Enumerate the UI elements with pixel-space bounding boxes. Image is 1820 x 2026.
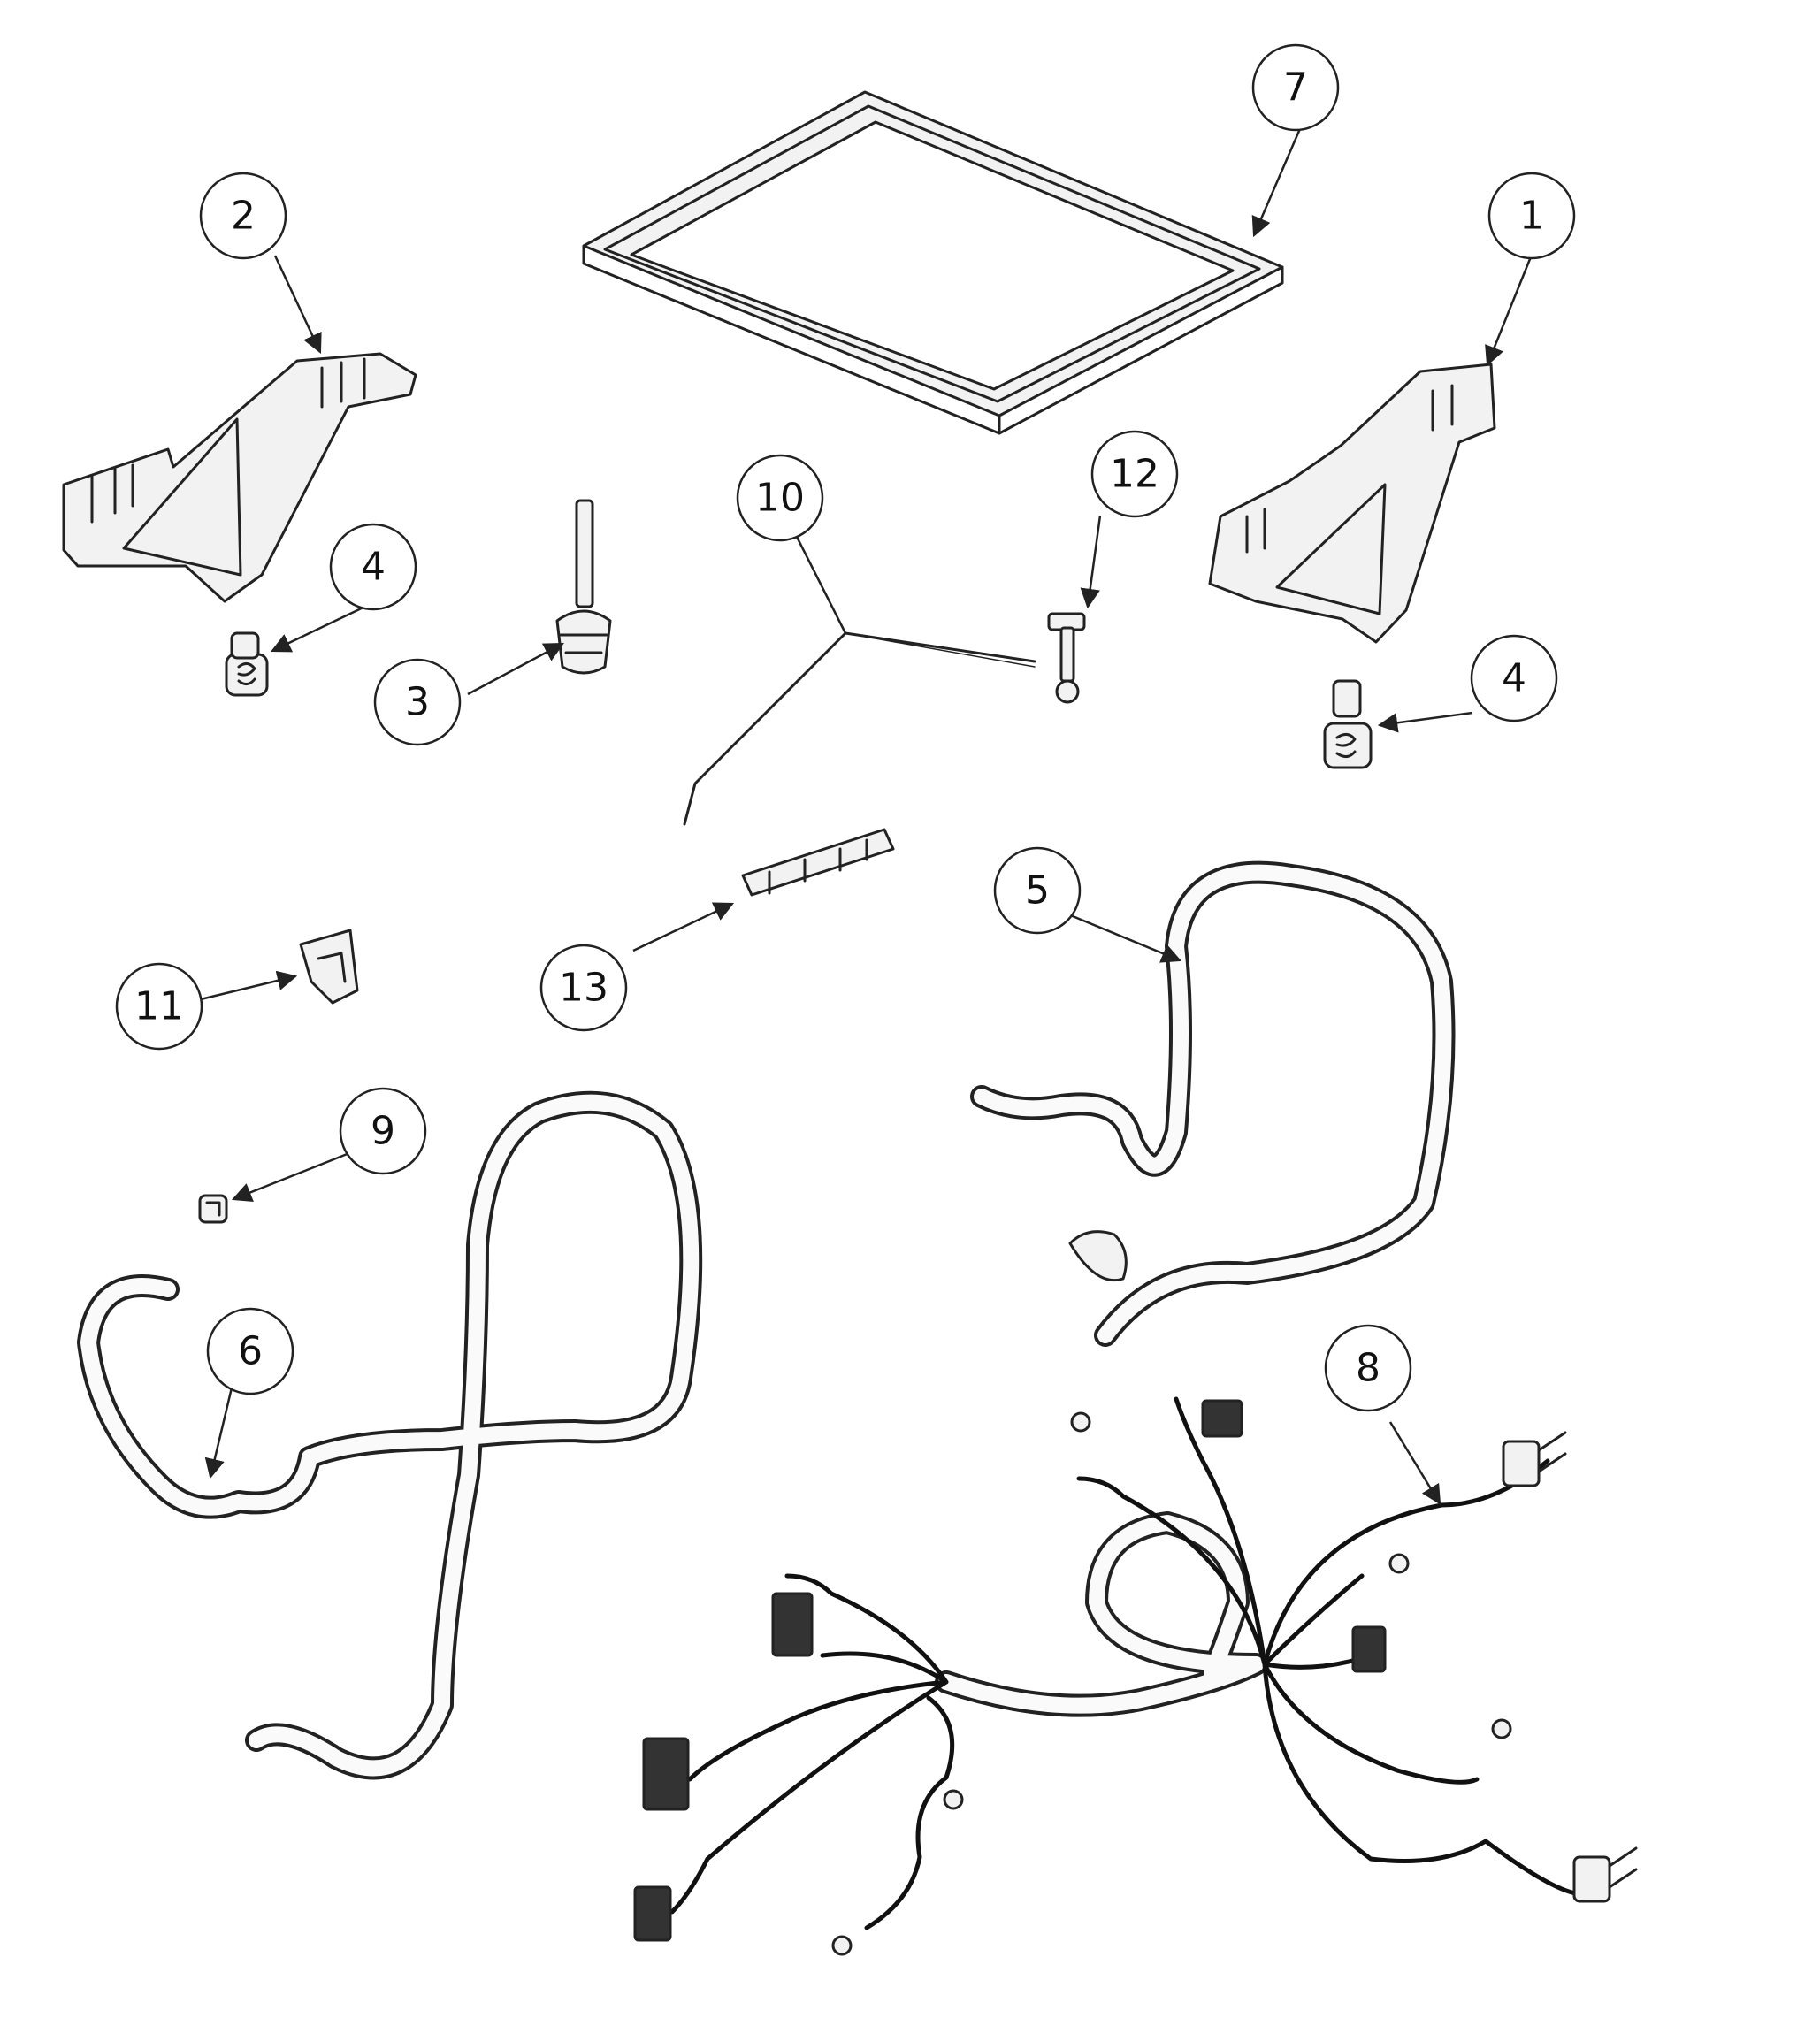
callout-12: 12 xyxy=(1090,430,1179,518)
callout-label-10: 10 xyxy=(755,476,805,521)
callout-label-4-left: 4 xyxy=(361,545,386,590)
part-11-bracket xyxy=(299,929,359,1005)
part-12-pin xyxy=(1047,612,1086,704)
callout-label-13: 13 xyxy=(559,966,608,1011)
part-1-right-bracket xyxy=(1208,363,1496,644)
callout-label-9: 9 xyxy=(371,1109,395,1154)
callout-13: 13 xyxy=(539,944,628,1032)
part-10-rod xyxy=(683,631,1036,826)
part-4-clip-left xyxy=(225,631,269,697)
part-9-cap xyxy=(198,1194,228,1224)
callout-label-6: 6 xyxy=(238,1329,263,1374)
callout-label-5: 5 xyxy=(1025,868,1050,914)
part-13-latch xyxy=(741,828,895,897)
callout-3: 3 xyxy=(373,658,462,746)
callout-4-right: 4 xyxy=(1470,634,1558,722)
callout-8: 8 xyxy=(1324,1324,1412,1412)
part-3-switch xyxy=(555,499,612,675)
callout-label-1: 1 xyxy=(1519,194,1544,239)
callout-label-7: 7 xyxy=(1283,65,1308,111)
callout-2: 2 xyxy=(199,172,287,260)
callout-10: 10 xyxy=(736,454,824,542)
callout-label-11: 11 xyxy=(134,984,184,1029)
callout-label-4-right: 4 xyxy=(1502,656,1526,701)
callout-1: 1 xyxy=(1487,172,1576,260)
callout-4-left: 4 xyxy=(329,523,417,611)
part-5-hose xyxy=(970,860,1456,1347)
callout-5: 5 xyxy=(993,846,1082,935)
callout-6: 6 xyxy=(206,1307,294,1395)
part-7-lid-frame xyxy=(582,90,1284,435)
part-2-left-bracket xyxy=(62,352,417,603)
part-6-hose xyxy=(77,1090,703,1780)
callout-7: 7 xyxy=(1251,43,1340,132)
callout-label-12: 12 xyxy=(1110,452,1159,497)
callout-9: 9 xyxy=(339,1087,427,1175)
callouts: 1 2 3 4 4 5 6 7 xyxy=(115,43,1576,1412)
callout-11: 11 xyxy=(115,962,203,1051)
leader-lines xyxy=(200,124,1535,1505)
callout-label-8: 8 xyxy=(1356,1346,1380,1391)
part-4-clip-right xyxy=(1323,679,1373,769)
callout-label-2: 2 xyxy=(231,194,256,239)
callout-label-3: 3 xyxy=(405,680,430,725)
part-8-wiring-harness xyxy=(633,1396,1638,1956)
